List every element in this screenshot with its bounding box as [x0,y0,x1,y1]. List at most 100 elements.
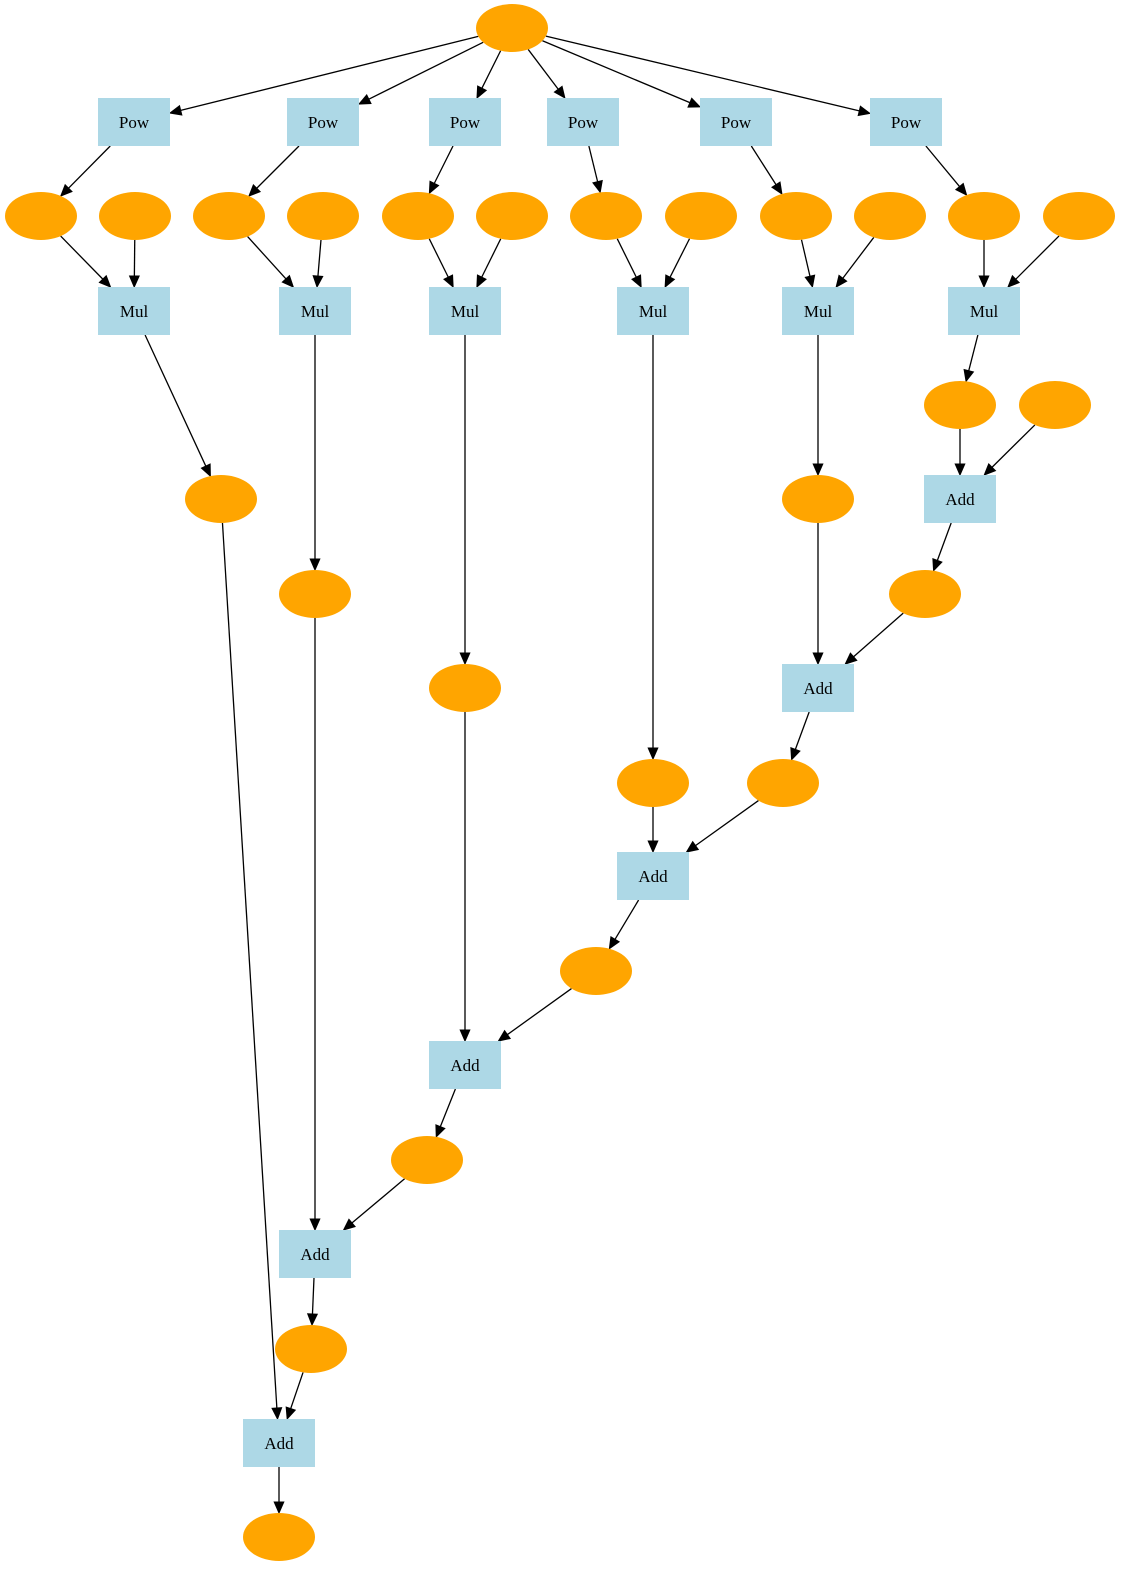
edge-b0-to-add1 [991,424,1036,468]
edge-pow5-to-p5 [750,145,777,185]
op-label: Pow [119,113,150,132]
edge-p1-to-mul1 [60,235,104,280]
op-box [782,287,854,335]
op-node-mul-6[interactable]: Mul [948,287,1020,335]
op-node-add-2[interactable]: Add [782,664,854,712]
op-label: Pow [308,113,339,132]
arrowhead-add2-to-a2 [790,746,801,761]
value-node-pow-5-out[interactable] [760,192,832,240]
edge-add1-to-a1 [936,522,952,561]
nodes-layer: Pow Pow Pow Pow Pow Pow Mul Mul Mul Mul … [5,4,1115,1561]
op-box [948,287,1020,335]
edge-c5-to-mul5 [842,237,875,279]
value-node-mul-1-out[interactable] [185,475,257,523]
value-node-mul-2-out[interactable] [279,570,351,618]
edge-p2-to-mul2 [247,236,287,280]
arrowhead-p6-to-mul6 [978,275,990,289]
op-node-pow-4[interactable]: Pow [547,98,619,146]
edge-root-to-pow4 [527,49,559,90]
edge-a1-to-add2 [853,612,904,658]
arrowhead-p5-to-mul5 [804,274,816,289]
edge-add5-to-a5 [311,1277,315,1315]
edge-a4-to-add5 [351,1178,406,1224]
op-node-add-1[interactable]: Add [924,475,996,523]
edge-add3-to-a3 [614,899,640,940]
op-label: Add [638,867,668,886]
op-node-pow-6[interactable]: Pow [870,98,942,146]
value-node-mul-3-out[interactable] [429,664,501,712]
value-node-add-2-out[interactable] [747,759,819,807]
op-label: Add [264,1434,294,1453]
arrowhead-m1-to-add6 [271,1407,283,1421]
arrowhead-p2-to-mul2 [281,274,295,288]
arrowhead-root-to-pow3 [476,85,488,100]
edge-add4-to-a4 [439,1088,457,1127]
edge-root-to-pow6 [545,35,860,112]
edge-a5-to-add6 [290,1372,304,1409]
value-node-pow-1-out[interactable] [5,192,77,240]
edge-mul6-to-m6 [968,334,979,371]
op-label: Mul [970,302,999,321]
edge-a3-to-add4 [507,988,572,1036]
op-label: Add [300,1245,330,1264]
edge-p4-to-mul4 [616,238,637,278]
value-node-coef-2[interactable] [287,192,359,240]
op-label: Mul [301,302,330,321]
op-node-mul-1[interactable]: Mul [98,287,170,335]
arrowhead-c3-to-mul3 [476,274,487,289]
arrowhead-a1-to-add2 [844,652,858,665]
value-node-add-1-out[interactable] [889,570,961,618]
value-node-add-4-out[interactable] [391,1136,463,1184]
op-node-add-6[interactable]: Add [243,1419,315,1467]
value-node-mul-5-out[interactable] [782,475,854,523]
value-node-output[interactable] [243,1513,315,1561]
op-box [429,287,501,335]
op-label: Mul [804,302,833,321]
value-node-root[interactable] [476,4,548,52]
value-node-add-3-out[interactable] [560,947,632,995]
op-node-pow-5[interactable]: Pow [700,98,772,146]
arrowhead-m2-to-add5 [309,1218,321,1232]
arrowhead-c2-to-mul2 [312,275,324,289]
value-node-pow-6-out[interactable] [948,192,1020,240]
arrowhead-pow1-to-p1 [59,183,73,197]
arrowhead-pow4-to-p4 [592,179,603,194]
value-node-pow-4-out[interactable] [570,192,642,240]
op-node-mul-4[interactable]: Mul [617,287,689,335]
edge-pow6-to-p6 [925,145,961,187]
op-node-pow-1[interactable]: Pow [98,98,170,146]
op-node-mul-5[interactable]: Mul [782,287,854,335]
value-node-coef-6[interactable] [1043,192,1115,240]
op-node-mul-3[interactable]: Mul [429,287,501,335]
op-node-add-5[interactable]: Add [279,1230,351,1278]
arrowhead-m5-to-add2 [812,652,824,666]
value-node-pow-3-out[interactable] [382,192,454,240]
value-node-coef-5[interactable] [854,192,926,240]
arrowhead-mul5-to-m5 [812,463,824,477]
op-label: Mul [451,302,480,321]
op-node-pow-2[interactable]: Pow [287,98,359,146]
value-node-mul-6-out[interactable] [924,381,996,429]
value-node-coef-4[interactable] [665,192,737,240]
op-node-add-4[interactable]: Add [429,1041,501,1089]
value-node-mul-4-out[interactable] [617,759,689,807]
arrowhead-mul3-to-m3 [459,652,471,666]
op-box [279,1230,351,1278]
value-node-add-5-out[interactable] [275,1325,347,1373]
op-label: Pow [891,113,922,132]
arrowhead-pow2-to-p2 [248,183,262,197]
value-node-bias[interactable] [1019,381,1091,429]
value-node-coef-1[interactable] [99,192,171,240]
edge-root-to-pow1 [180,35,479,112]
arrowhead-a2-to-add3 [685,840,700,853]
arrowhead-root-to-pow4 [553,85,566,99]
op-node-pow-3[interactable]: Pow [429,98,501,146]
value-node-coef-3[interactable] [476,192,548,240]
op-node-mul-2[interactable]: Mul [279,287,351,335]
op-node-add-3[interactable]: Add [617,852,689,900]
value-node-pow-2-out[interactable] [193,192,265,240]
op-label: Mul [120,302,149,321]
op-label: Add [803,679,833,698]
op-box [279,287,351,335]
op-box [870,98,942,146]
